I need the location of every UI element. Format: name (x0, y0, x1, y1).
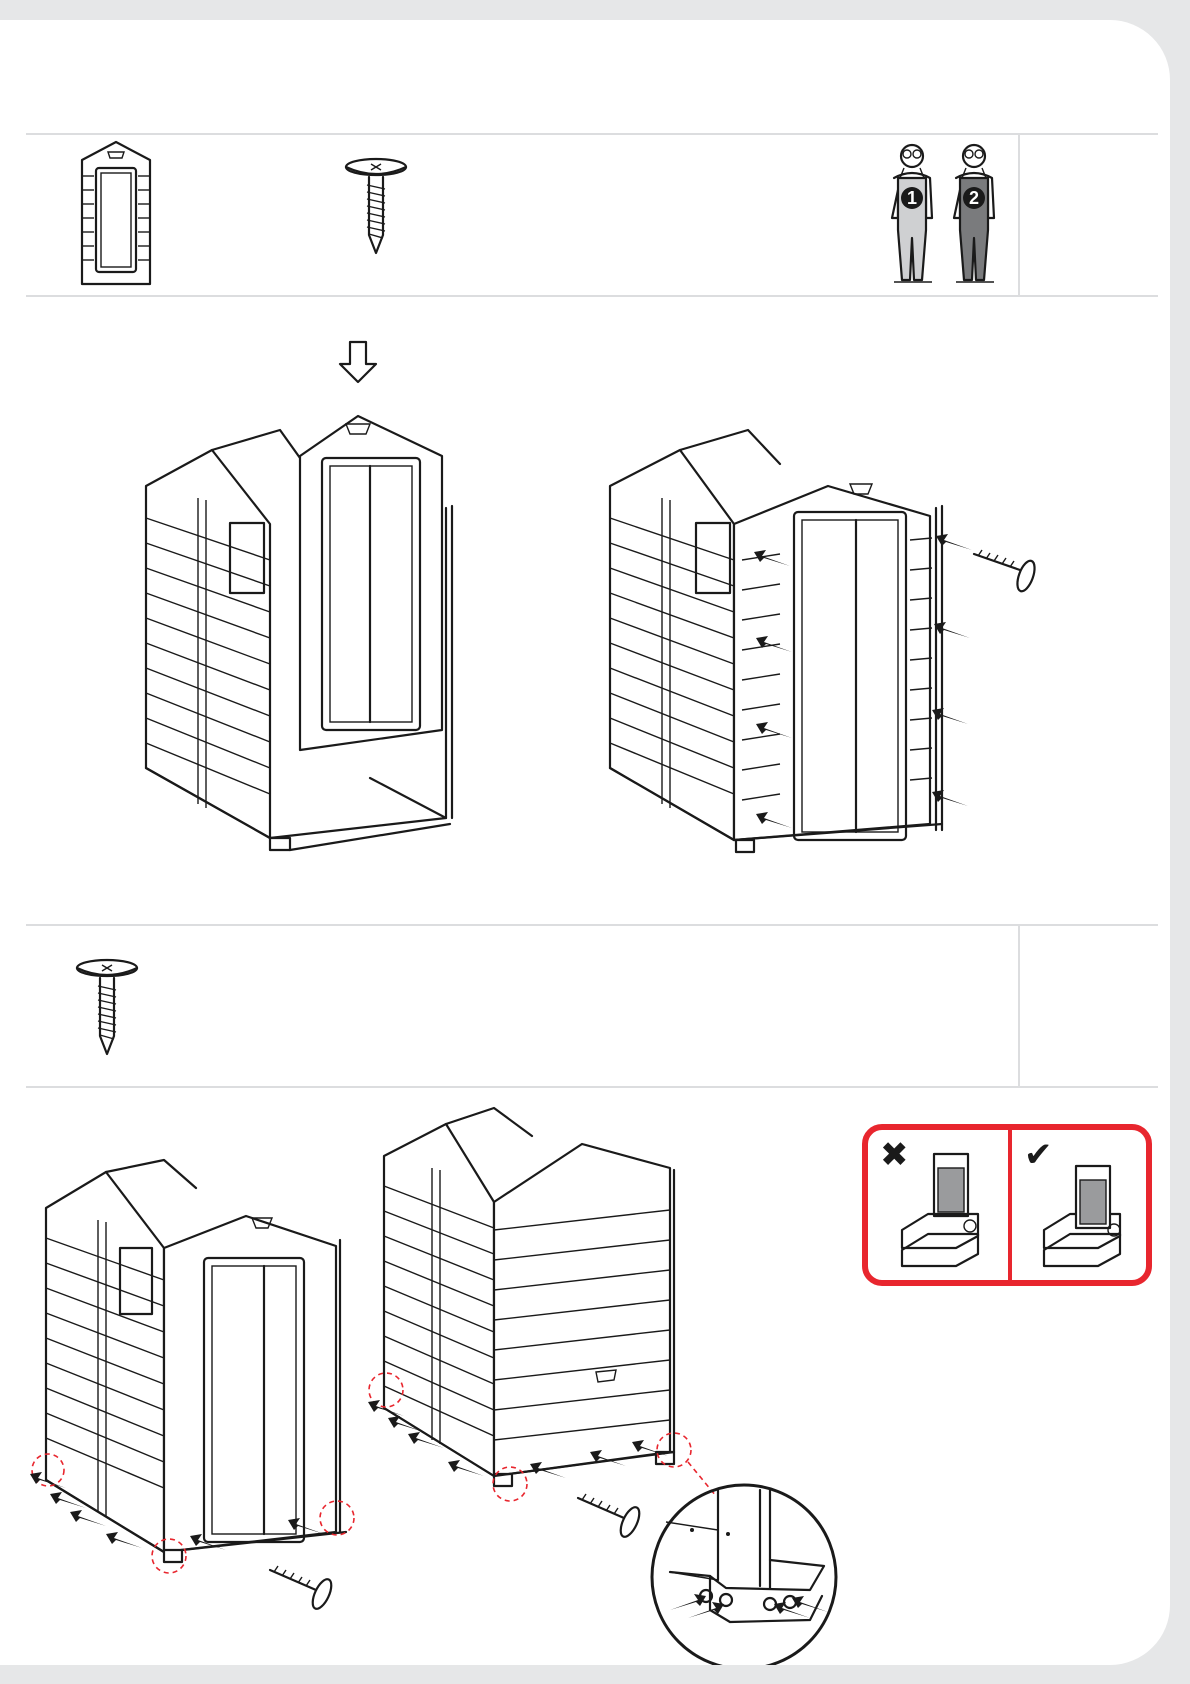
person-2-icon: 2 (954, 145, 994, 282)
screw-icon (974, 550, 1038, 593)
down-arrow-icon (340, 342, 376, 382)
divider-mid-2 (26, 1086, 1158, 1088)
divider-parts-right-1 (1018, 133, 1020, 297)
screw-icon (72, 956, 142, 1066)
svg-text:1: 1 (907, 188, 917, 208)
screw-icon (578, 1494, 643, 1539)
divider-top-1 (26, 133, 1158, 135)
shed-rear-base-fixing-illustration (370, 1110, 850, 1665)
shed-door-insert-illustration (140, 338, 500, 878)
screw-icon (341, 155, 411, 265)
corner-detail-zoom (652, 1485, 836, 1665)
box-divider (1008, 1130, 1012, 1280)
wrong-bracket-fit-icon (898, 1150, 998, 1270)
screw-icon (270, 1566, 335, 1611)
person-1-icon: 1 (892, 145, 932, 282)
svg-text:2: 2 (969, 188, 979, 208)
instruction-page: 1 2 (0, 20, 1170, 1665)
door-panel-icon (76, 138, 156, 288)
two-persons-icon: 1 2 (886, 138, 1016, 288)
shed-front-base-fixing-illustration (26, 1170, 366, 1590)
right-bracket-fit-icon (1040, 1150, 1140, 1270)
correct-incorrect-box: ✖ ✔ (862, 1124, 1152, 1286)
divider-top-2 (26, 295, 1158, 297)
shed-door-fixed-illustration (600, 420, 1060, 960)
